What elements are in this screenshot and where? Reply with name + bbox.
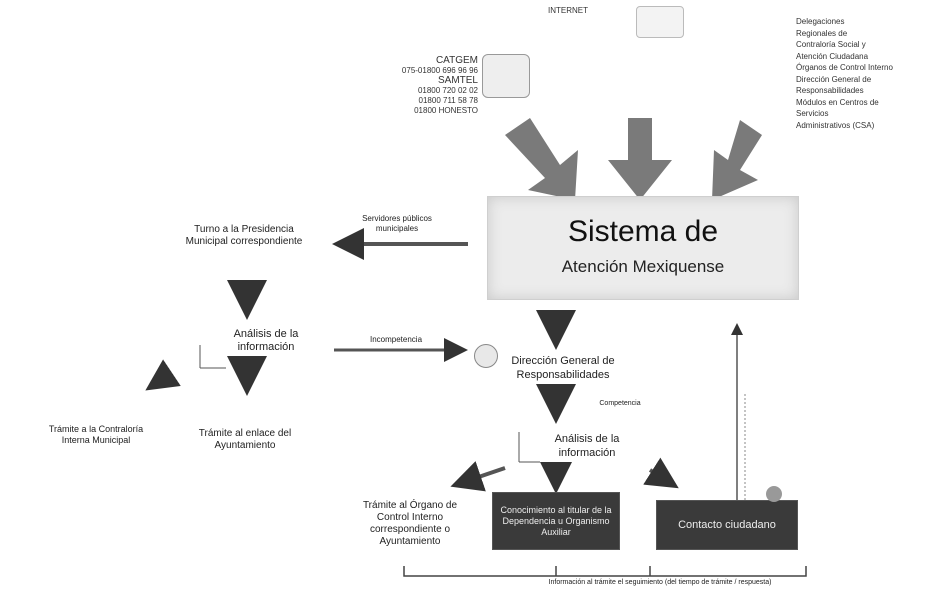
office-line: Órganos de Control Interno: [796, 63, 893, 72]
phone-line: 075-01800 696 96 96: [401, 66, 478, 75]
analisis-left: Análisis de la información: [233, 328, 299, 353]
phone-list: CATGEM 075-01800 696 96 96 SAMTEL 01800 …: [380, 56, 478, 116]
bottom-note: Información al trámite el seguimiento (d…: [548, 579, 772, 586]
office-line: Administrativos (CSA): [796, 120, 875, 130]
conocimiento-titular-box: Conocimiento al titular de la Dependenci…: [492, 492, 620, 550]
office-line: Responsabilidades: [796, 86, 864, 95]
big-arrow-right: [712, 120, 762, 200]
main-subtitle: Atención Mexiquense: [561, 257, 725, 276]
phone-line: 01800 HONESTO: [414, 106, 478, 115]
tramite-enlace-ayuntamiento: Trámite al enlace del Ayuntamiento: [198, 428, 292, 451]
office-line: Servicios: [796, 109, 829, 118]
office-line: Regionales de: [796, 28, 848, 38]
servidores-publicos-label: Servidores públicos municipales: [362, 214, 432, 233]
bottom-bracket: [403, 566, 807, 577]
office-line: Contraloría Social y: [796, 40, 866, 49]
direccion-general-responsabilidades: Dirección General de Responsabilidades: [511, 355, 615, 381]
competencia-label: Competencia: [599, 400, 641, 407]
office-line: Módulos en Centros de: [796, 97, 879, 107]
arrow-to-contacto: [643, 457, 679, 489]
phone-line: 01800 720 02 02: [417, 86, 478, 95]
tramite-organo-control: Trámite al Órgano de Control Interno cor…: [362, 500, 458, 547]
phone-line: SAMTEL: [437, 75, 478, 86]
phone-line: CATGEM: [435, 55, 478, 66]
office-line: Atención Ciudadana: [796, 51, 869, 61]
office-line: Dirección General de: [796, 74, 872, 84]
phone-icon: [482, 54, 530, 98]
big-arrow-center: [608, 118, 672, 200]
globe-icon: [474, 344, 498, 368]
arrow-analisis-left: [145, 359, 181, 391]
main-title: Sistema de: [567, 215, 719, 248]
person-icon: [766, 486, 782, 502]
office-list: Delegaciones Regionales de Contraloría S…: [796, 16, 946, 131]
tramite-contraloria-municipal: Trámite a la Contraloría Interna Municip…: [48, 424, 144, 445]
contacto-ciudadano-box: Contacto ciudadano: [656, 500, 798, 550]
phone-line: 01800 711 58 78: [418, 96, 478, 105]
office-line: Delegaciones: [796, 17, 845, 26]
arrow-to-organo: [450, 461, 506, 492]
big-arrow-left: [505, 118, 578, 200]
computer-icon: [636, 6, 684, 38]
turno-presidencia: Turno a la Presidencia Municipal corresp…: [185, 224, 303, 247]
internet-label: INTERNET: [548, 6, 588, 15]
incompetencia-label: Incompetencia: [369, 335, 423, 344]
sistema-atencion-box: Sistema de Atención Mexiquense: [487, 196, 799, 300]
analisis-center: Análisis de la información: [554, 433, 620, 459]
